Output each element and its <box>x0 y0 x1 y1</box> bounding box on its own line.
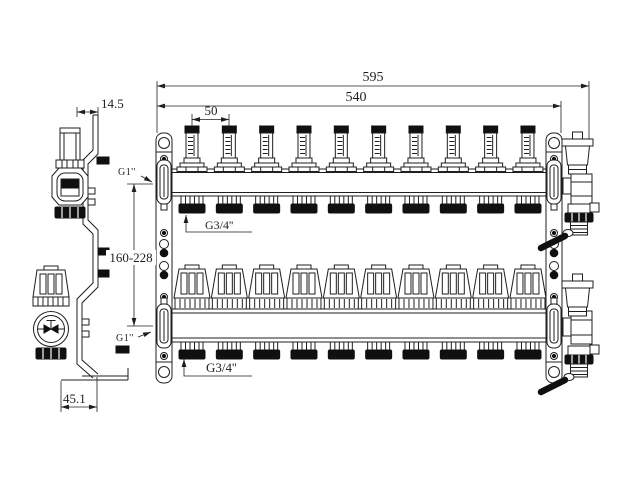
flowmeters-unit <box>363 125 395 172</box>
flowmeters-unit <box>512 125 544 172</box>
dim-port-spacing-label: 50 <box>205 103 218 118</box>
valvecaps-unit <box>360 264 398 310</box>
outlets-bottom-unit <box>477 341 505 360</box>
end-cap-bottom-right <box>546 297 562 349</box>
valvecaps-unit <box>397 264 435 310</box>
bottom-manifold-bar <box>171 308 547 343</box>
valve-cap-row <box>173 264 547 310</box>
flowmeters-unit <box>251 125 283 172</box>
outlets-top-unit <box>402 195 430 214</box>
top-manifold-bar <box>171 168 547 197</box>
label-outlet-top: G3/4'' <box>183 215 252 233</box>
flowmeters-unit <box>213 125 245 172</box>
valvecaps-unit <box>472 264 510 310</box>
outlets-bottom-unit <box>514 341 542 360</box>
lever-handle-top <box>537 232 569 252</box>
outlets-top-unit <box>178 195 206 214</box>
ball-valve-body-top <box>570 173 593 205</box>
bracket-slot <box>115 345 130 354</box>
side-balancing-valve <box>32 265 70 360</box>
valvecaps-unit <box>434 264 472 310</box>
end-cap-bottom-left <box>156 297 172 349</box>
air-vent-top <box>561 131 594 175</box>
outlets-top-unit <box>477 195 505 214</box>
end-cap-top-left <box>156 159 172 211</box>
top-outlet-row <box>178 195 542 214</box>
end-cap-top-right <box>546 159 562 211</box>
valvecaps-unit <box>210 264 248 310</box>
dim-bracket-depth: 45.1 <box>60 377 98 412</box>
air-vent-bottom <box>561 273 594 317</box>
outlets-bottom-unit <box>327 341 355 360</box>
outlets-bottom-unit <box>215 341 243 360</box>
label-main-top: G1'' <box>118 167 153 183</box>
outlets-bottom-unit <box>290 341 318 360</box>
dim-mounting-width: 540 <box>157 90 562 133</box>
side-view: 14.5 45.1 <box>32 96 130 412</box>
flowmeters-unit <box>288 125 320 172</box>
outlets-bottom-unit <box>178 341 206 360</box>
dim-bar-distance-label: 160-228 <box>109 250 152 265</box>
valve-symbol-icon <box>38 320 64 334</box>
dim-mounting-width-label: 540 <box>346 90 367 105</box>
valvecaps-unit <box>509 264 547 310</box>
outlets-bottom-unit <box>253 341 281 360</box>
dim-side-offset: 14.5 <box>76 96 124 117</box>
outlets-top-unit <box>290 195 318 214</box>
bracket-slot <box>96 156 110 165</box>
outlets-top-unit <box>439 195 467 214</box>
outlets-top-unit <box>215 195 243 214</box>
dim-overall-width-label: 595 <box>363 70 384 85</box>
dim-bracket-depth-label: 45.1 <box>63 391 86 406</box>
outlets-bottom-unit <box>365 341 393 360</box>
label-outlet-top-text: G3/4'' <box>205 218 233 232</box>
end-assembly-bottom <box>537 273 600 396</box>
end-assembly-top <box>537 131 600 252</box>
dim-side-offset-label: 14.5 <box>101 96 124 111</box>
valvecaps-unit <box>322 264 360 310</box>
wall-bracket-side <box>61 114 130 381</box>
outlets-bottom-unit <box>439 341 467 360</box>
drain-valve-bottom <box>564 344 600 378</box>
dim-bar-distance: 160-228 <box>106 183 156 327</box>
lever-handle-bottom <box>537 376 569 396</box>
outlets-top-unit <box>253 195 281 214</box>
dim-port-spacing: 50 <box>191 103 230 127</box>
bottom-outlet-row <box>178 341 542 360</box>
label-main-top-text: G1'' <box>118 167 136 178</box>
flowmeters-unit <box>400 125 432 172</box>
flowmeters-unit <box>176 125 208 172</box>
label-main-bottom: G1'' <box>116 331 152 344</box>
valvecaps-unit <box>285 264 323 310</box>
flow-meter-row <box>176 125 544 172</box>
outlets-top-unit <box>327 195 355 214</box>
side-flow-meter <box>51 127 89 219</box>
valvecaps-unit <box>248 264 286 310</box>
valvecaps-unit <box>173 264 211 310</box>
flowmeters-unit <box>475 125 507 172</box>
label-outlet-bottom-text: G3/4'' <box>206 360 237 375</box>
flowmeters-unit <box>437 125 469 172</box>
label-outlet-bottom: G3/4'' <box>181 359 252 377</box>
outlets-bottom-unit <box>402 341 430 360</box>
outlets-top-unit <box>365 195 393 214</box>
bracket-slot <box>97 269 110 278</box>
front-view: 595 540 50 160-228 G1'' G3/4'' <box>106 70 600 396</box>
label-main-bottom-text: G1'' <box>116 333 134 344</box>
outlets-top-unit <box>514 195 542 214</box>
flowmeters-unit <box>325 125 357 172</box>
